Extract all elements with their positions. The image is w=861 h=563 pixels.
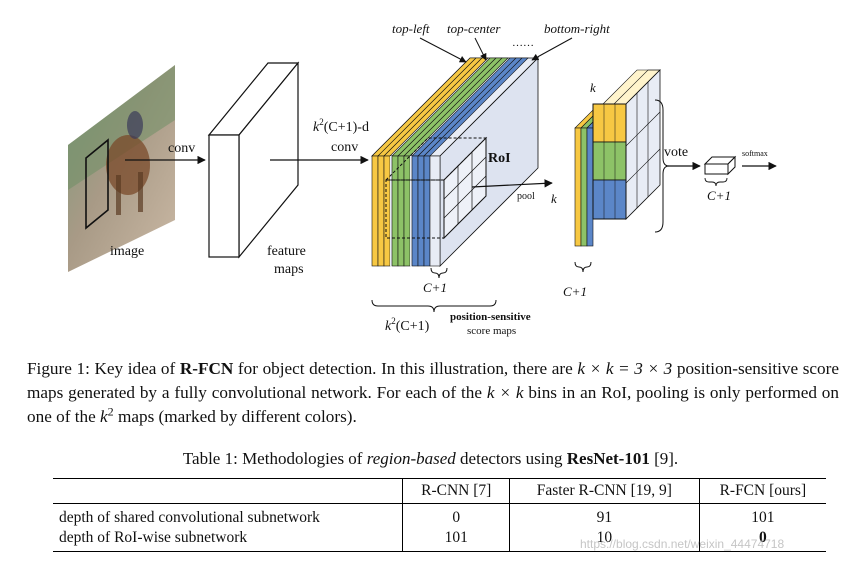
table-cell: 101 — [698, 503, 826, 528]
table-row: depth of shared convolutional subnetwork… — [53, 503, 826, 528]
table-title-prefix: Table 1: Methodologies of — [182, 449, 367, 468]
c1-vote-label: C+1 — [707, 188, 731, 203]
table-cell: 91 — [508, 503, 700, 528]
c1-vote-brace — [704, 177, 728, 187]
pool-label: pool — [517, 191, 535, 202]
image-label: image — [110, 244, 144, 259]
output-vector — [703, 155, 737, 176]
caption-text-3: bins in an RoI, pooling is only performe… — [27, 383, 839, 426]
score-map-stack — [371, 57, 539, 267]
top-center-label: top-center — [447, 21, 501, 36]
c1-maps-label: C+1 — [423, 280, 447, 295]
table-title-italic: region-based — [366, 449, 456, 468]
bottom-right-pointer — [531, 37, 573, 61]
watermark: https://blog.csdn.net/weixin_44474718 — [580, 537, 785, 551]
caption-math-3: k — [100, 407, 108, 426]
kc-label: k2(C+1) — [385, 316, 430, 334]
caption-math-2: k × k — [486, 383, 524, 402]
vote-label: vote — [664, 145, 688, 160]
k-label-top: k — [590, 80, 596, 95]
figure-caption: Figure 1: Key idea of R-FCN for object d… — [27, 357, 839, 429]
softmax-label: softmax — [742, 149, 768, 158]
caption-math-1: k × k = 3 × 3 — [577, 359, 673, 378]
caption-math-3-exp: 2 — [107, 404, 114, 419]
table-cell: 10 — [508, 528, 700, 552]
roi-box — [85, 138, 109, 230]
rfcn-figure: image conv feature maps k2(C+1)-d conv — [68, 21, 777, 337]
caption-text-2: position-sensitive score maps generated … — [27, 359, 840, 402]
top-left-label: top-left — [392, 21, 430, 36]
c1-brace — [430, 267, 448, 279]
table-cell: 101 — [402, 528, 510, 552]
top-center-pointer — [474, 37, 487, 61]
row-label: depth of RoI-wise subnetwork — [53, 528, 403, 552]
pooled-bins-grid — [574, 69, 661, 247]
header-cell: R-FCN [ours] — [698, 478, 826, 504]
table-title-mid: detectors using — [455, 449, 567, 468]
header-cell — [53, 478, 403, 504]
pool-arrow — [471, 179, 553, 188]
conv-label: conv — [168, 141, 195, 156]
table-cell: 0 — [698, 528, 826, 552]
table-title-bold: ResNet-101 — [566, 449, 650, 468]
header-cell: R-CNN [7] — [402, 478, 510, 504]
caption-text-1: for object detection. In this illustrati… — [233, 359, 578, 378]
kc-brace — [371, 299, 497, 313]
caption-text-4: maps (marked by different colors). — [113, 407, 357, 426]
input-image — [68, 65, 175, 272]
table-title-suffix: [9]. — [649, 449, 679, 468]
row-label: depth of shared convolutional subnetwork — [59, 509, 320, 526]
feature-label-2: maps — [274, 262, 304, 277]
ps-label-2: score maps — [467, 325, 516, 337]
k-label-side: k — [551, 191, 557, 206]
methodology-table: R-CNN [7] Faster R-CNN [19, 9] R-FCN [ou… — [53, 478, 826, 552]
bottom-right-label: bottom-right — [544, 21, 610, 36]
top-left-pointer — [419, 37, 467, 63]
table-title: Table 1: Methodologies of region-based d… — [0, 449, 861, 469]
feature-maps-box — [207, 61, 300, 259]
table-header-row: R-CNN [7] Faster R-CNN [19, 9] R-FCN [ou… — [53, 478, 826, 504]
feature-label-1: feature — [267, 244, 306, 259]
rfcn-diagram: image conv feature maps k2(C+1)-d conv — [68, 21, 777, 337]
caption-prefix: Figure 1: Key idea of — [27, 359, 180, 378]
ps-label-1: position-sensitive — [450, 311, 531, 323]
table-cell: 0 — [402, 503, 510, 528]
roi-label: RoI — [488, 151, 511, 166]
c1-bins-brace — [574, 261, 592, 273]
table-row: depth of RoI-wise subnetwork 101 10 0 — [53, 528, 826, 552]
kconv-label: k2(C+1)-d — [313, 117, 369, 135]
dots-label: …… — [512, 37, 534, 49]
caption-method: R-FCN — [179, 359, 234, 378]
kconv-label-2: conv — [331, 140, 358, 155]
c1-bins-label: C+1 — [563, 284, 587, 299]
header-cell: Faster R-CNN [19, 9] — [508, 478, 700, 504]
